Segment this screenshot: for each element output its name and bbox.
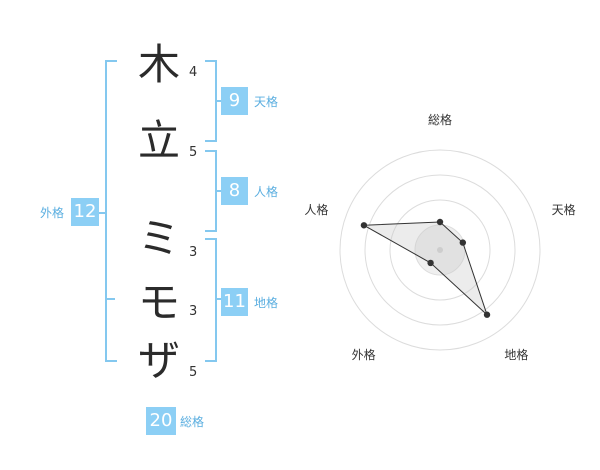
radar-point: [483, 311, 491, 318]
jinkaku-bracket: [205, 150, 217, 232]
tenkaku-value: 9: [221, 87, 248, 115]
radar-grid-ring: [389, 199, 491, 301]
radar-series-area: [362, 221, 488, 316]
stroke-count-3: 3: [189, 245, 198, 260]
tenkaku-label: 天格: [254, 95, 279, 109]
gaikaku-bracket: [105, 60, 117, 362]
radar-axis-label: 天格: [552, 202, 576, 217]
radar-point: [427, 259, 434, 267]
radar-axis-label: 外格: [352, 347, 376, 362]
soukaku-value: 20: [146, 407, 176, 435]
tenkaku-connector: [217, 100, 221, 102]
gaikaku-value: 12: [71, 198, 99, 226]
gaikaku-label: 外格: [40, 206, 65, 220]
radar-center-dot: [437, 247, 443, 253]
jinkaku-label: 人格: [254, 185, 279, 199]
radar-axis-label: 地格: [504, 347, 528, 362]
gaikaku-connector: [99, 212, 105, 214]
gaikaku-bracket-divider: [105, 298, 115, 300]
radar-axis-label: 人格: [304, 202, 328, 217]
radar-axis-label: 総格: [428, 112, 452, 127]
radar-grid-ring: [339, 149, 541, 351]
chikaku-value: 11: [221, 288, 248, 316]
chikaku-label: 地格: [254, 296, 279, 310]
chikaku-bracket: [205, 238, 217, 362]
radar-grid-ring: [364, 174, 516, 326]
radar-point: [436, 218, 444, 226]
jinkaku-connector: [217, 190, 221, 192]
tenkaku-bracket: [205, 60, 217, 142]
name-char-3: ミ: [137, 214, 180, 263]
stroke-count-1: 4: [189, 65, 198, 80]
stroke-count-2: 5: [189, 145, 198, 160]
chikaku-connector: [217, 298, 221, 300]
radar-point: [360, 222, 368, 229]
name-char-1: 木: [137, 40, 180, 89]
name-char-2: 立: [137, 116, 180, 165]
radar-point: [459, 239, 467, 246]
name-char-5: ザ: [137, 336, 180, 385]
jinkaku-value: 8: [221, 177, 248, 205]
stroke-count-4: 3: [189, 304, 198, 319]
stroke-count-5: 5: [189, 365, 198, 380]
soukaku-label: 総格: [180, 415, 205, 429]
name-char-4: モ: [137, 278, 180, 327]
